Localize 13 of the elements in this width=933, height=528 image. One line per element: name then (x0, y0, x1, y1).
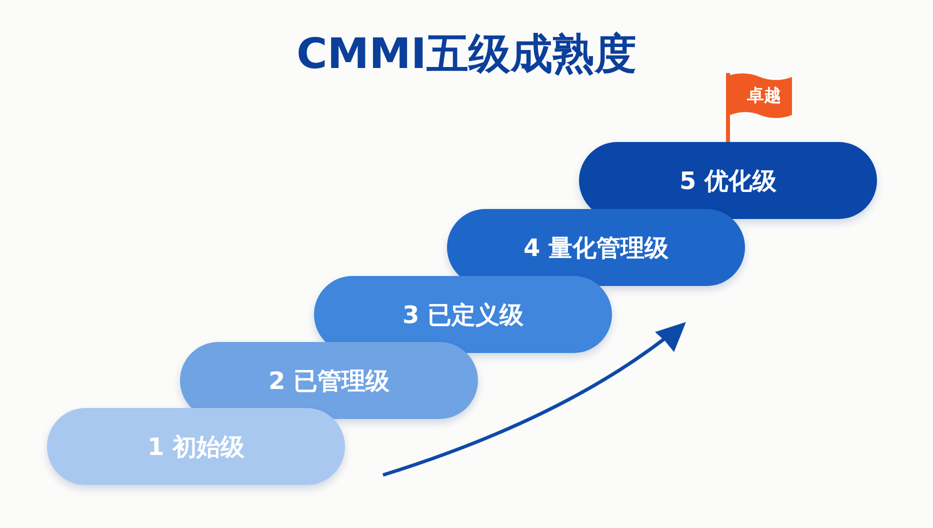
level-step (579, 142, 877, 219)
flag-shape (726, 73, 794, 142)
level-label: 3 已定义级 (402, 300, 524, 330)
flag-label: 卓越 (746, 85, 782, 107)
level-label: 5 优化级 (679, 166, 777, 196)
level-step (314, 276, 612, 353)
level-label: 4 量化管理级 (523, 232, 669, 264)
level-step (447, 209, 745, 286)
level-label: 2 已管理级 (268, 366, 390, 396)
level-label: 1 初始级 (147, 432, 245, 462)
level-step (47, 408, 345, 485)
title: CMMI五级成熟度 (295, 28, 638, 80)
level-step (180, 342, 478, 419)
